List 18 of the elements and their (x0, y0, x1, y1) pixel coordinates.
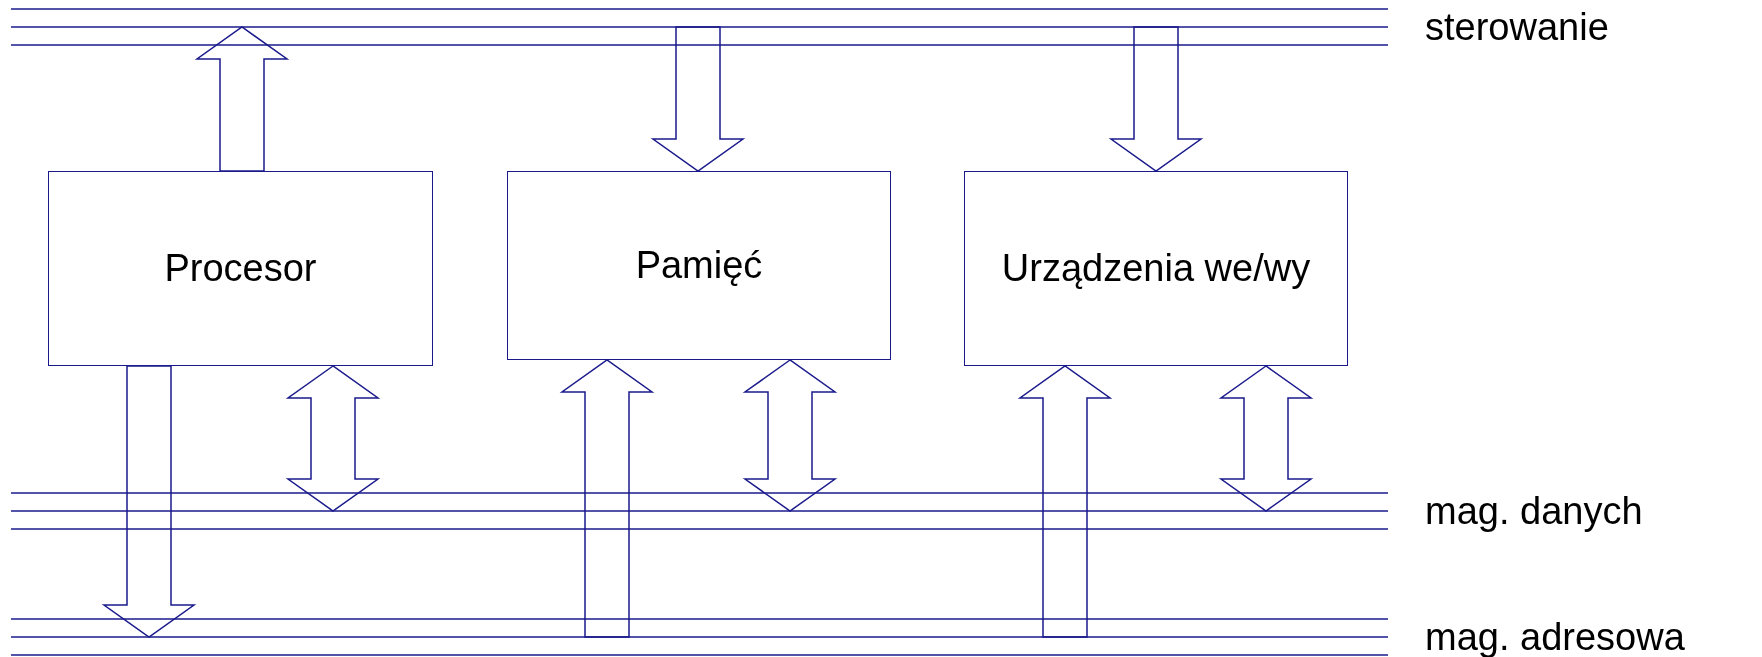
block-arrow (1108, 26, 1204, 172)
block-arrow (1017, 365, 1113, 638)
bus-label: mag. danych (1425, 489, 1643, 533)
bus-label: sterowanie (1425, 5, 1609, 49)
bus-label: mag. adresowa (1425, 615, 1685, 657)
component-box (48, 171, 433, 366)
block-arrow (650, 26, 746, 172)
box-label: Urządzenia we/wy (1000, 246, 1312, 291)
component-box (507, 171, 891, 360)
box-label: Pamięć (634, 243, 764, 288)
component-box (964, 171, 1348, 366)
block-arrow (101, 365, 197, 638)
block-arrow (742, 359, 838, 512)
block-arrow (559, 359, 655, 638)
block-arrow (1218, 365, 1314, 512)
box-label: Procesor (163, 246, 318, 291)
block-arrow (285, 365, 381, 512)
block-arrow (194, 26, 290, 172)
